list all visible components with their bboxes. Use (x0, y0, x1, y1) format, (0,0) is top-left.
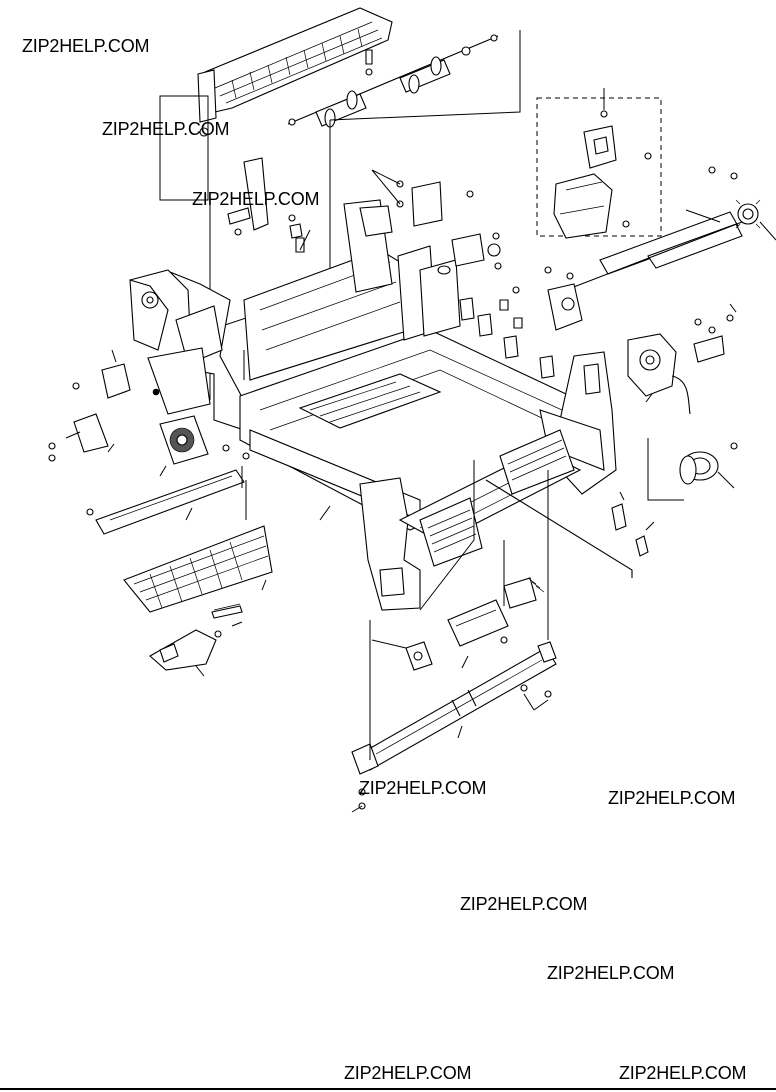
middle-brackets (371, 169, 502, 275)
watermark-text: ZIP2HELP.COM (102, 119, 230, 139)
right-side-frame (539, 351, 617, 495)
left-side-frame (129, 269, 251, 431)
watermark-text: ZIP2HELP.COM (547, 963, 675, 983)
watermark-text: ZIP2HELP.COM (344, 1063, 472, 1083)
lower-left-lever (149, 629, 222, 677)
center-clips (459, 266, 583, 379)
watermark-text: ZIP2HELP.COM (460, 894, 588, 914)
watermark-text: ZIP2HELP.COM (192, 189, 320, 209)
right-sensor-levers (485, 479, 655, 578)
paper-guide-tray (123, 525, 273, 619)
left-lower-rail (86, 452, 250, 535)
left-bracket-upper (227, 157, 311, 253)
watermark-text: ZIP2HELP.COM (608, 788, 736, 808)
pressure-roller-shaft (287, 34, 499, 128)
right-gear-assembly (627, 303, 737, 415)
clutch-assembly (647, 438, 738, 501)
lower-roller (351, 641, 557, 813)
left-small-parts (48, 349, 230, 465)
drive-shaft-right (565, 166, 776, 291)
lower-center-brackets (371, 577, 545, 671)
sensor-assembly (553, 88, 652, 239)
upper-guide-assembly (197, 7, 393, 137)
watermark-text: ZIP2HELP.COM (619, 1063, 747, 1083)
watermark-text: ZIP2HELP.COM (22, 36, 150, 56)
front-frame (359, 429, 582, 611)
watermark-text: ZIP2HELP.COM (359, 778, 487, 798)
